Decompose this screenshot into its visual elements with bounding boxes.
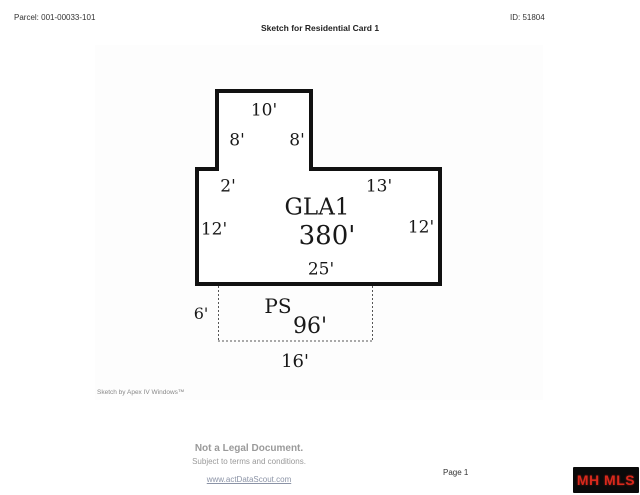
gla1-area: 380' bbox=[298, 221, 356, 251]
ps-label: PS bbox=[264, 294, 292, 318]
sketch-credit: Sketch by Apex IV Windows™ bbox=[97, 389, 185, 396]
ps-outline bbox=[218, 286, 373, 342]
page-title: Sketch for Residential Card 1 bbox=[260, 23, 380, 33]
dim-bottom-25: 25' bbox=[307, 259, 335, 280]
parcel-number: Parcel: 001-00033-101 bbox=[14, 13, 96, 22]
page-number: Page 1 bbox=[443, 468, 469, 477]
gla1-label: GLA1 bbox=[284, 194, 350, 221]
dim-upper-right-8: 8' bbox=[289, 130, 305, 151]
card-id: ID: 51804 bbox=[510, 13, 545, 22]
footer-disclaimer: Not a Legal Document. Subject to terms a… bbox=[149, 443, 349, 487]
dim-left-side-12: 12' bbox=[200, 219, 228, 240]
mhmls-logo-text: MH MLS bbox=[576, 472, 636, 488]
gla1-outline bbox=[195, 89, 442, 286]
ps-area: 96' bbox=[292, 314, 328, 339]
actdatascout-link[interactable]: www.actDataScout.com bbox=[206, 475, 292, 484]
dim-right-side-12: 12' bbox=[407, 217, 435, 238]
dim-ps-bottom-16: 16' bbox=[281, 351, 309, 372]
dim-right-top-13: 13' bbox=[365, 176, 393, 197]
dim-notch-2: 2' bbox=[220, 176, 236, 197]
footer-notice: Not a Legal Document. bbox=[194, 443, 304, 454]
dim-ps-left-6: 6' bbox=[193, 304, 209, 323]
mhmls-logo: MH MLS bbox=[573, 467, 639, 493]
footer-terms: Subject to terms and conditions. bbox=[192, 457, 306, 466]
dim-upper-left-8: 8' bbox=[229, 130, 245, 151]
dim-top-10: 10' bbox=[250, 100, 278, 121]
